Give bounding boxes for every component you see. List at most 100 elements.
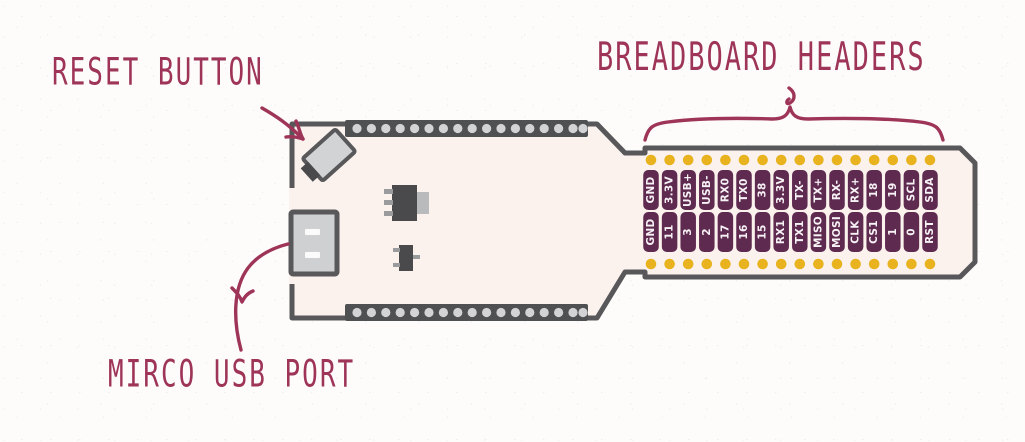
svg-text:3: 3 (682, 228, 694, 236)
solder-pad-top (720, 154, 731, 166)
pin-label-top: 18 (866, 170, 882, 210)
pin-label-bottom: MOSI (829, 212, 845, 252)
pin-label-bottom: 15 (754, 212, 771, 252)
reset-arrow (260, 106, 305, 141)
usb-arrowhead (230, 286, 255, 304)
solder-pad-top (738, 154, 750, 166)
pin-label-top: 38 (754, 170, 771, 210)
small-transistor (393, 245, 420, 271)
svg-text:RST: RST (924, 220, 936, 244)
solder-pad-top (682, 154, 694, 166)
pin-label-top: USB+ (680, 170, 696, 210)
pin-label-top: GND (643, 170, 659, 210)
svg-text:SDA: SDA (924, 177, 936, 203)
svg-text:MISO: MISO (812, 216, 824, 248)
pin-label-bottom: 17 (717, 212, 734, 252)
reset-button[interactable] (297, 127, 357, 186)
svg-text:1: 1 (887, 228, 899, 236)
solder-pad-top (701, 154, 713, 166)
solder-pad-top (850, 154, 861, 166)
headers-brace (643, 105, 945, 142)
solder-pad-bottom (664, 258, 675, 270)
svg-text:GND: GND (645, 218, 657, 245)
pin-label-top: TX+ (810, 170, 827, 210)
solder-pad-bottom (794, 258, 806, 270)
svg-text:RX+: RX+ (850, 177, 862, 203)
pin-label-bottom: GND (643, 212, 659, 252)
pin-label-top: 19 (885, 170, 901, 210)
pin-label-top: RX+ (847, 170, 864, 210)
pin-label-top: SDA (922, 170, 938, 210)
svg-text:11: 11 (664, 224, 676, 239)
svg-text:TX-: TX- (794, 180, 806, 200)
pin-label-bottom: CS1 (866, 212, 882, 252)
svg-text:TX0: TX0 (738, 178, 750, 201)
bottom-header-strip (345, 304, 588, 321)
micro-usb-port-label: MIRCO USB PORT (108, 353, 356, 397)
svg-text:0: 0 (905, 228, 917, 236)
svg-text:USB-: USB- (701, 175, 713, 205)
svg-text:18: 18 (868, 182, 880, 197)
pin-label-bottom: 2 (699, 212, 715, 252)
solder-pad-bottom (906, 258, 917, 270)
svg-text:RX1: RX1 (775, 220, 787, 244)
solder-pad-bottom (850, 258, 861, 270)
pin-label-bottom: 11 (661, 212, 678, 252)
pin-label-bottom: 16 (736, 212, 752, 252)
solder-pad-bottom (924, 258, 936, 270)
pin-label-bottom: 0 (903, 212, 920, 252)
svg-text:RX-: RX- (831, 180, 843, 201)
svg-text:MOSI: MOSI (831, 216, 843, 248)
svg-text:GND: GND (645, 176, 657, 203)
solder-pad-top (887, 154, 899, 166)
svg-text:CS1: CS1 (868, 220, 880, 244)
solder-pad-top (775, 154, 787, 166)
pin-label-top: 3.3V (773, 170, 789, 210)
pin-label-top: USB- (699, 170, 715, 210)
solder-pad-bottom (887, 258, 899, 270)
solder-pad-bottom (757, 258, 768, 270)
pin-label-top: RX- (829, 170, 845, 210)
pin-label-top: SCL (903, 170, 920, 210)
voltage-regulator-ic (384, 185, 429, 221)
svg-text:CLK: CLK (850, 220, 862, 244)
solder-pad-top (924, 154, 936, 166)
solder-pad-bottom (775, 258, 787, 270)
svg-text:19: 19 (887, 182, 899, 197)
solder-pad-top (664, 154, 675, 166)
solder-pad-top (868, 154, 880, 166)
svg-text:17: 17 (719, 224, 731, 239)
solder-pad-bottom (701, 258, 713, 270)
reset-button-label: RESET BUTTON (52, 51, 264, 95)
pin-label-bottom: RST (922, 212, 938, 252)
solder-pad-bottom (831, 258, 843, 270)
solder-pad-bottom (720, 258, 731, 270)
pin-label-top: TX- (792, 170, 808, 210)
svg-text:3.3V: 3.3V (775, 175, 787, 204)
svg-text:TX+: TX+ (812, 178, 824, 203)
pin-label-bottom: MISO (810, 212, 827, 252)
solder-pad-top (794, 154, 806, 166)
svg-text:3.3V: 3.3V (664, 175, 676, 204)
pin-label-bottom: RX1 (773, 212, 789, 252)
micro-usb-connector (288, 209, 340, 277)
svg-text:16: 16 (738, 224, 750, 239)
headers-brace-tail (785, 86, 796, 106)
solder-pad-bottom (738, 258, 750, 270)
pin-label-top: RX0 (717, 170, 734, 210)
svg-text:38: 38 (757, 182, 769, 197)
solder-pad-bottom (645, 258, 657, 270)
pin-label-top: TX0 (736, 170, 752, 210)
pin-label-bottom: 3 (680, 212, 696, 252)
solder-pad-top (813, 154, 824, 166)
top-header-strip (345, 120, 588, 137)
svg-text:TX1: TX1 (794, 220, 806, 243)
svg-text:SCL: SCL (905, 179, 917, 202)
solder-pad-bottom (682, 258, 694, 270)
usb-arrow (233, 242, 290, 352)
solder-pad-top (645, 154, 657, 166)
